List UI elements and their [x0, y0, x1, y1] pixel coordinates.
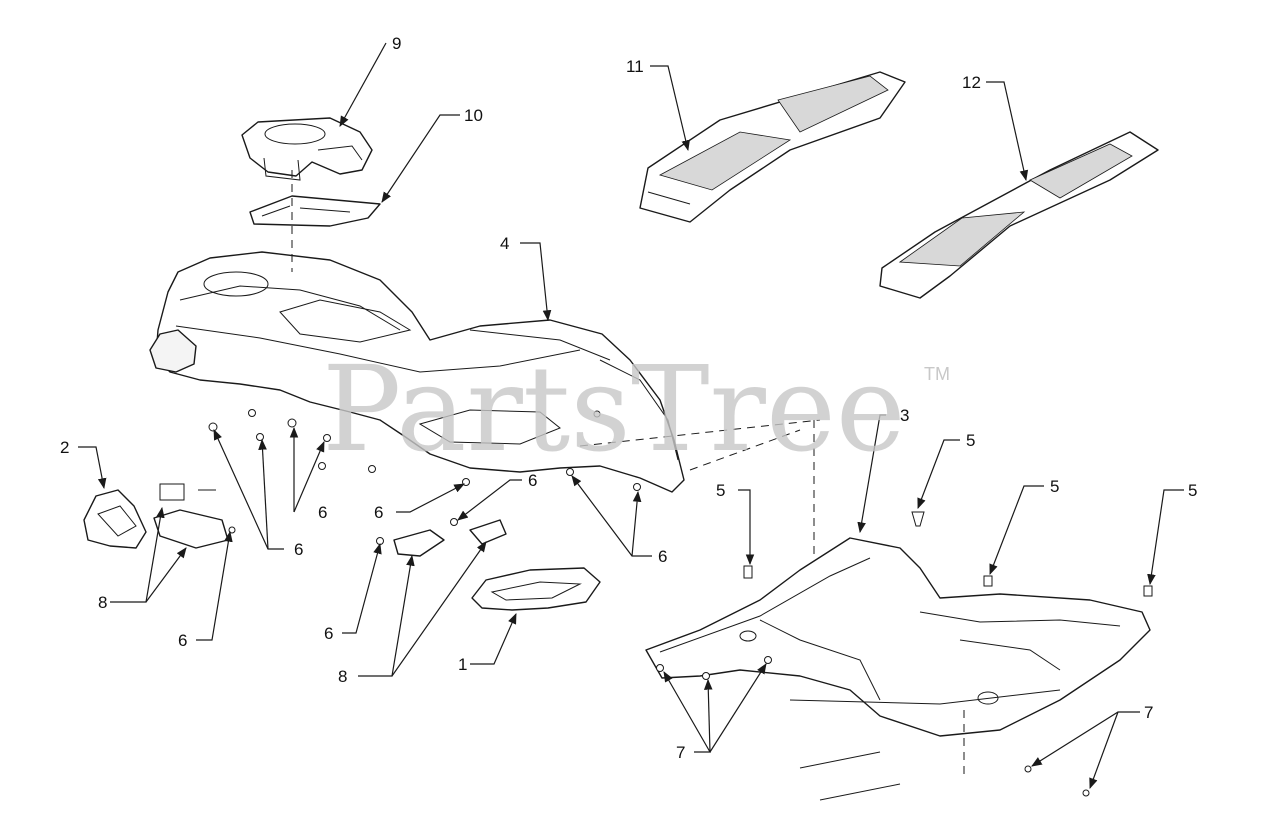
part-10-plate — [249, 195, 381, 227]
part-2-pedal — [83, 489, 147, 549]
part-9-dash-cover — [241, 117, 373, 181]
assembly-dashed-lines — [291, 170, 965, 780]
callout-5-c: 5 — [1050, 477, 1059, 496]
part-3-frame — [645, 537, 1151, 801]
callout-4: 4 — [500, 234, 509, 253]
callout-1: 1 — [458, 655, 467, 674]
callout-2: 2 — [60, 438, 69, 457]
partstree-watermark: PartsTree — [322, 340, 906, 478]
callout-5-b: 5 — [716, 481, 725, 500]
callout-7-b: 7 — [1144, 703, 1153, 722]
callout-3: 3 — [900, 406, 909, 425]
leader-lines — [78, 42, 1184, 790]
callout-6-e: 6 — [528, 471, 537, 490]
callout-6-b: 6 — [294, 540, 303, 559]
callout-5-d: 5 — [1188, 481, 1197, 500]
callout-6-c: 6 — [178, 631, 187, 650]
callout-7-a: 7 — [676, 743, 685, 762]
callout-8-a: 8 — [98, 593, 107, 612]
callout-11: 11 — [626, 57, 644, 76]
callout-8-b: 8 — [338, 667, 347, 686]
callout-6-d: 6 — [374, 503, 383, 522]
callout-5-a: 5 — [966, 431, 975, 450]
part-12-step-tread — [879, 131, 1159, 299]
callout-6-f: 6 — [324, 624, 333, 643]
callout-9: 9 — [392, 34, 401, 53]
watermark-tm: TM — [924, 364, 950, 384]
callout-12: 12 — [962, 73, 981, 92]
hardware-fasteners — [208, 409, 1153, 797]
part-11-step-tread — [639, 71, 906, 223]
callout-10: 10 — [464, 106, 483, 125]
callout-labels: 9 10 4 11 12 2 3 5 5 5 5 6 6 6 6 6 6 6 8… — [60, 34, 1197, 762]
callout-6-g: 6 — [658, 547, 667, 566]
part-4-body-fender — [149, 251, 685, 493]
part-1-pedal — [471, 567, 601, 611]
part-8-brackets — [153, 483, 507, 557]
callout-6-a: 6 — [318, 503, 327, 522]
